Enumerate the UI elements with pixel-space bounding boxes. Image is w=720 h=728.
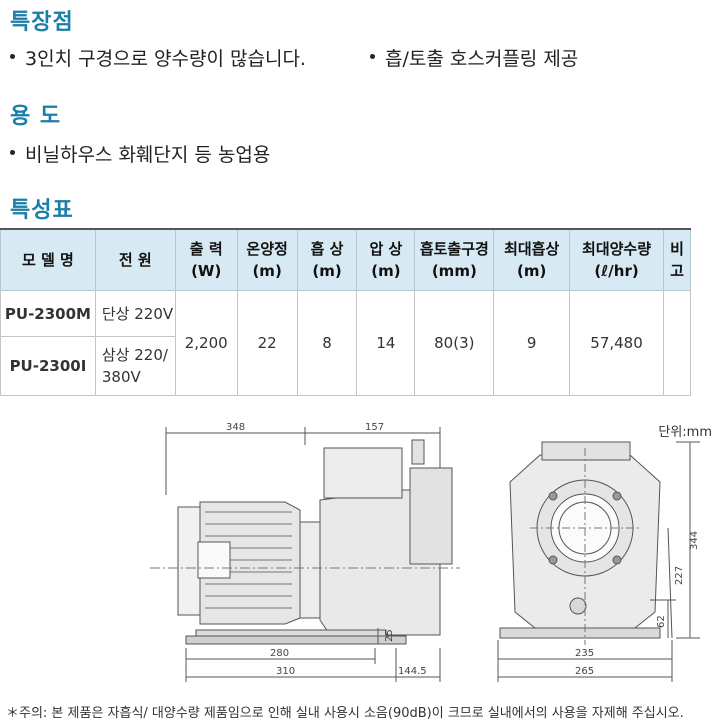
discharge-head-cell: 14 [356,290,416,396]
port-size-cell: 80(3) [414,290,495,396]
header-port-size: 흡토출구경(mm) [414,228,495,291]
header-total-head: 온양정(m) [236,228,298,291]
spec-table: 모 델 명 전 원 출 력(W) 온양정(m) 흡 상(m) 압 상(m) 흡토… [0,228,692,396]
dim-62: 62 [656,615,667,628]
feature-item-1: 3인치 구경으로 양수량이 많습니다. [10,44,306,71]
model-cell: PU-2300M [0,290,96,337]
power-cell: 삼상 220/380V [94,336,176,396]
header-remark: 비고 [662,228,692,291]
model-cell: PU-2300Ⅰ [0,336,96,396]
header-output: 출 력(W) [174,228,238,291]
feature-item-2: 흡/토출 호스커플링 제공 [370,44,578,71]
dim-227: 227 [674,566,685,585]
header-model: 모 델 명 [0,228,96,291]
unit-label: 단위:mm [658,425,712,440]
usage-item-1: 비닐하우스 화훼단지 등 농업용 [10,140,270,167]
dim-265: 265 [575,666,594,677]
header-suction-head: 흡 상(m) [296,228,358,291]
caution-note: ＊주의: 본 제품은 자흡식/ 대양수량 제품임으로 인해 실내 사용시 소음(… [6,706,684,721]
dim-25: 25 [384,629,395,642]
output-cell: 2,200 [174,290,238,396]
dim-344: 344 [689,531,700,550]
max-suction-cell: 9 [493,290,571,396]
dim-235: 235 [575,648,594,659]
usage-title: 용 도 [10,104,62,129]
total-head-cell: 22 [236,290,298,396]
dim-310: 310 [276,666,295,677]
remark-cell [662,290,692,396]
spec-title: 특성표 [10,198,74,223]
features-title: 특장점 [10,10,74,35]
dim-280: 280 [270,648,289,659]
header-power: 전 원 [94,228,176,291]
max-flow-cell: 57,480 [569,290,664,396]
header-discharge-head: 압 상(m) [356,228,416,291]
dim-348: 348 [226,422,245,433]
pump-drawing: 348 157 280 310 144.5 25 344 227 62 235 … [150,422,700,682]
suction-head-cell: 8 [296,290,358,396]
header-max-suction: 최대흡상(m) [493,228,571,291]
header-max-flow: 최대양수량(ℓ/hr) [569,228,664,291]
dim-157: 157 [365,422,384,433]
dim-144-5: 144.5 [398,666,427,677]
power-cell: 단상 220V [94,290,176,337]
